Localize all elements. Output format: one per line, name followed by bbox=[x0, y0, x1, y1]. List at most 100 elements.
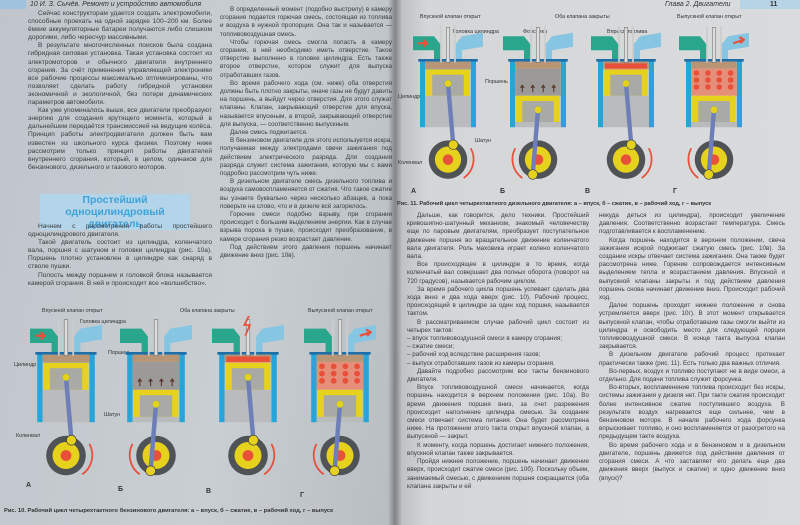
paragraph: В результате многочисленных поисков была… bbox=[28, 42, 212, 107]
flow-arrow-icon bbox=[732, 36, 746, 45]
letter-a: А bbox=[26, 482, 32, 489]
paragraph: За время рабочего цикла поршень успевает… bbox=[407, 285, 589, 318]
flame bbox=[319, 377, 325, 384]
flame bbox=[319, 363, 325, 370]
exhaust-port bbox=[455, 32, 483, 63]
crank-pin bbox=[527, 169, 538, 180]
exhaust-port bbox=[721, 32, 749, 63]
figure-10-gasoline-cycle: Впускной клапан открыт Оба клапана закры… bbox=[0, 302, 395, 525]
paragraph: Сейчас конструкторам удается создать эле… bbox=[28, 10, 212, 42]
cylinder-head bbox=[691, 61, 737, 69]
paragraph: Чтобы горючая смесь смогла попасть в кам… bbox=[220, 38, 392, 79]
intake-port bbox=[413, 36, 441, 63]
cylinder-head bbox=[42, 354, 90, 362]
compression-arrow-icon bbox=[169, 377, 175, 387]
right-running-header: Глава 2. Двигатели bbox=[665, 1, 731, 8]
letter-g: Г bbox=[673, 188, 677, 195]
paragraph: В рассматриваемом случае рабочий цикл со… bbox=[407, 318, 589, 334]
paragraph: Далее поршень проходит нижнее положение … bbox=[599, 302, 785, 351]
cylinder-wall bbox=[37, 352, 43, 423]
spark-plug bbox=[337, 319, 343, 356]
label-crank: Коленвал bbox=[16, 433, 41, 439]
cylinder-wall bbox=[736, 59, 742, 128]
combustion-chamber bbox=[42, 361, 90, 363]
page-number: 11 bbox=[770, 1, 778, 8]
paragraph: Впуск топливовоздушной смеси начинается,… bbox=[407, 384, 589, 441]
figure-caption: Рис. 10. Рабочий цикл четырехтактного бе… bbox=[4, 508, 334, 514]
cylinder-wall bbox=[271, 352, 277, 423]
paragraph: Полость между поршнем и головкой блока н… bbox=[28, 271, 212, 287]
left-col1-bottom: Начнем с рассмотрения работы простейшего… bbox=[28, 223, 212, 288]
paragraph: К моменту, когда поршень достигает нижне… bbox=[407, 441, 589, 457]
exhaust-port bbox=[545, 32, 573, 63]
paragraph: Далее смесь поджигается. bbox=[230, 129, 308, 137]
label-cylinder: Цилиндр bbox=[398, 94, 421, 100]
section-heading: Простейший одноцилиндровый двигатель bbox=[40, 194, 190, 230]
injector bbox=[623, 27, 629, 63]
engine-diagram-intake bbox=[413, 25, 483, 179]
engine-diagram-compression bbox=[503, 25, 573, 180]
book-gutter bbox=[388, 0, 402, 525]
paragraph: Во время рабочего хода (см. ниже) оба от… bbox=[220, 79, 392, 128]
flame bbox=[716, 77, 723, 83]
list-item: рабочий ход вследствие расширения газов; bbox=[407, 351, 589, 359]
flame bbox=[693, 84, 700, 90]
left-col1-top: Сейчас конструкторам удается создать эле… bbox=[28, 10, 212, 172]
crank-pin bbox=[66, 434, 77, 446]
letter-v: В bbox=[206, 488, 212, 495]
ignition-flash bbox=[605, 63, 647, 69]
cylinder-wall bbox=[510, 59, 516, 128]
header-accent bbox=[740, 0, 800, 9]
label-head: Головка цилиндра bbox=[80, 319, 126, 325]
injector bbox=[535, 27, 541, 63]
label-both-closed: Оба клапана закрыты bbox=[555, 14, 610, 20]
injector bbox=[445, 27, 451, 63]
figure-caption: Рис. 11. Рабочий цикл четырехтактного ди… bbox=[397, 201, 712, 207]
exhaust-port bbox=[73, 325, 102, 356]
flame bbox=[727, 77, 734, 83]
label-both-closed: Оба клапана закрыты bbox=[180, 308, 235, 314]
rotation-arrow-icon bbox=[687, 147, 699, 179]
paragraph: В бензиновом двигателе для этого использ… bbox=[220, 137, 392, 178]
rotation-arrow-icon bbox=[81, 443, 94, 476]
piston-pin bbox=[534, 106, 542, 114]
flame bbox=[330, 363, 337, 370]
label-crank: Коленвал bbox=[398, 160, 423, 166]
right-col1: Дальше, как говорится, дело техники. Про… bbox=[407, 212, 589, 491]
header-accent bbox=[0, 0, 26, 9]
strokes-list: впуск топливовоздушной смеси в камеру сг… bbox=[407, 335, 589, 368]
paragraph: В дизельном двигателе смесь дизельного т… bbox=[220, 178, 392, 210]
letter-b: Б bbox=[118, 486, 124, 493]
spark-plug bbox=[153, 319, 159, 356]
cylinder-wall bbox=[127, 352, 133, 423]
paragraph: Дальше, как говорится, дело техники. Про… bbox=[407, 212, 589, 261]
label-intake-open: Впускной клапан открыт bbox=[420, 14, 481, 20]
label-exhaust-open: Выпускной клапан открыт bbox=[308, 308, 373, 314]
flow-arrow-icon bbox=[359, 328, 373, 337]
flame bbox=[342, 370, 349, 377]
list-item: выпуск отработавших газов из камеры сгор… bbox=[407, 360, 589, 368]
exhaust-port bbox=[163, 325, 192, 356]
paragraph: Во-вторых, воспламенение топлива происхо… bbox=[599, 384, 785, 441]
compression-arrow-icon bbox=[551, 84, 556, 93]
compression-arrow-icon bbox=[159, 377, 164, 387]
engine-diagram-exhaust bbox=[304, 317, 376, 477]
label-piston: Поршень bbox=[485, 79, 508, 85]
exhaust-port bbox=[347, 325, 376, 356]
label-injector: Форсунка bbox=[523, 29, 547, 35]
flame bbox=[705, 84, 711, 90]
crank-pin bbox=[248, 434, 259, 446]
piston-pin bbox=[710, 106, 718, 114]
compression-arrow-icon bbox=[541, 84, 546, 93]
label-exhaust-open: Выпускной клапан открыт bbox=[677, 14, 742, 20]
right-page: Глава 2. Двигатели 11 Впускной клапан от… bbox=[395, 0, 800, 525]
connecting-rod bbox=[530, 109, 541, 175]
paragraph: Как уже упоминалось выше, все двигатели … bbox=[28, 107, 212, 171]
engine-diagram-intake bbox=[30, 317, 102, 476]
paragraph: Горючие смеси подобно взрыву, при сгоран… bbox=[220, 211, 392, 243]
letter-a: А bbox=[411, 188, 417, 195]
connecting-rod bbox=[706, 109, 717, 175]
cylinder-head bbox=[132, 354, 180, 362]
flame bbox=[693, 70, 700, 76]
crank-center bbox=[442, 154, 454, 165]
